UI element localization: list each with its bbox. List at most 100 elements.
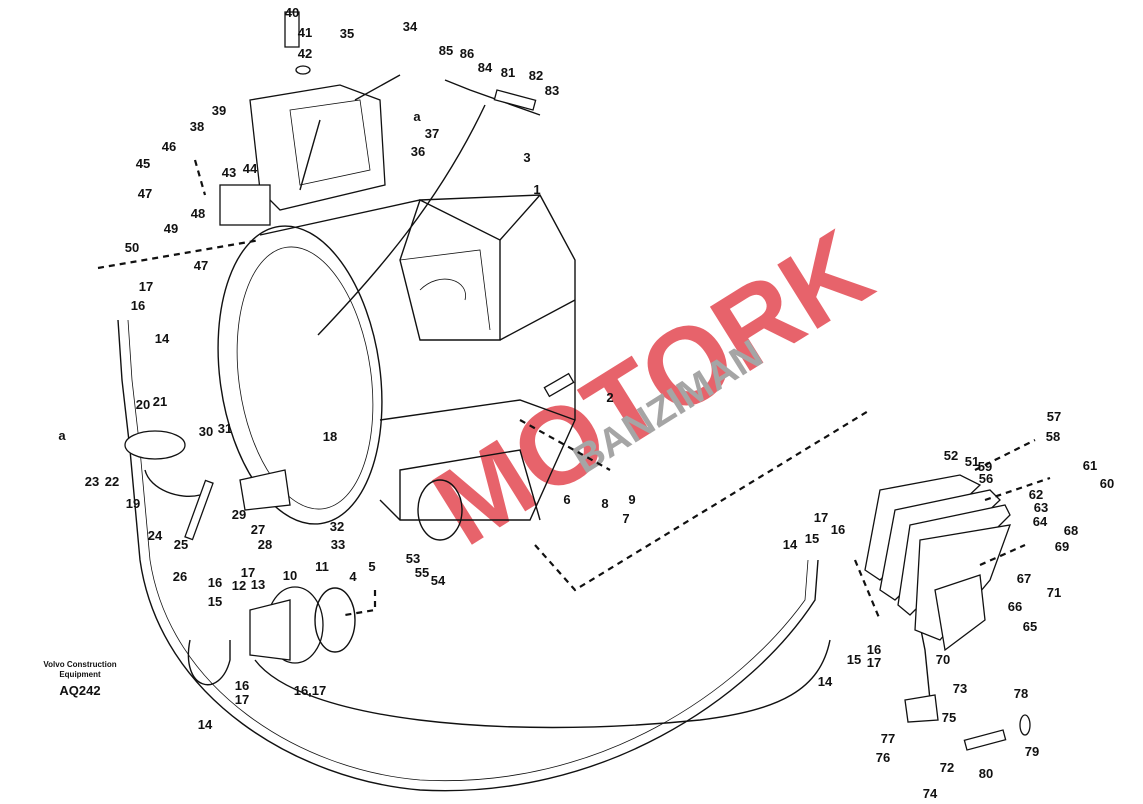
callout-label-28: 28: [258, 537, 272, 552]
callout-label-16: 16: [867, 642, 881, 657]
dashed-leaders: [97, 159, 1051, 621]
callout-label-42: 42: [298, 46, 312, 61]
diagram-code: AQ242: [59, 683, 101, 698]
pump: [239, 469, 356, 664]
callout-label-60: 60: [1100, 476, 1114, 491]
callout-label-17: 17: [235, 692, 249, 707]
callout-label-39: 39: [212, 103, 226, 118]
callout-label-22: 22: [105, 474, 119, 489]
callout-label-71: 71: [1047, 585, 1061, 600]
callout-label-a: a: [58, 428, 66, 443]
callout-label-30: 30: [199, 424, 213, 439]
callout-label-20: 20: [136, 397, 150, 412]
callout-label-55: 55: [415, 565, 429, 580]
publisher-block: Volvo Construction Equipment AQ242: [30, 660, 130, 698]
callout-label-74: 74: [923, 786, 938, 801]
callout-label-67: 67: [1017, 571, 1031, 586]
callout-label-5: 5: [368, 559, 375, 574]
callout-label-50: 50: [125, 240, 139, 255]
callout-label-a: a: [413, 109, 421, 124]
callout-label-81: 81: [501, 65, 515, 80]
callout-label-48: 48: [191, 206, 205, 221]
callout-label-68: 68: [1064, 523, 1078, 538]
callout-label-16: 16: [131, 298, 145, 313]
callout-label-85: 85: [439, 43, 453, 58]
callout-label-69: 69: [1055, 539, 1069, 554]
callout-label-75: 75: [942, 710, 956, 725]
callout-label-52: 52: [944, 448, 958, 463]
callout-label-15: 15: [805, 531, 819, 546]
callout-label-24: 24: [148, 528, 163, 543]
callout-label-15: 15: [208, 594, 222, 609]
publisher-sub: Equipment: [59, 670, 101, 679]
callout-label-47: 47: [138, 186, 152, 201]
publisher-name: Volvo Construction: [43, 660, 117, 669]
callout-label-29: 29: [232, 507, 246, 522]
callout-label-6: 6: [563, 492, 570, 507]
right-valve-assembly: [864, 474, 1031, 751]
callout-label-41: 41: [298, 25, 312, 40]
callout-label-25: 25: [174, 537, 188, 552]
callout-label-37: 37: [425, 126, 439, 141]
callout-label-47: 47: [194, 258, 208, 273]
callout-label-23: 23: [85, 474, 99, 489]
callout-label-17: 17: [139, 279, 153, 294]
callout-label-4: 4: [349, 569, 357, 584]
callout-label-8: 8: [601, 496, 608, 511]
callout-label-54: 54: [431, 573, 446, 588]
callout-label-9: 9: [628, 492, 635, 507]
callout-label-64: 64: [1033, 514, 1048, 529]
callout-label-76: 76: [876, 750, 890, 765]
callout-label-73: 73: [953, 681, 967, 696]
callout-label-18: 18: [323, 429, 337, 444]
transmission-housing: [217, 104, 576, 541]
callout-label-2: 2: [606, 390, 613, 405]
callout-label-49: 49: [164, 221, 178, 236]
callout-label-53: 53: [406, 551, 420, 566]
callout-label-14: 14: [198, 717, 213, 732]
callout-label-51: 51: [965, 454, 979, 469]
callout-label-14: 14: [818, 674, 833, 689]
callout-label-84: 84: [478, 60, 493, 75]
callout-label-78: 78: [1014, 686, 1028, 701]
callout-label-17: 17: [814, 510, 828, 525]
callout-label-46: 46: [162, 139, 176, 154]
callout-label-35: 35: [340, 26, 354, 41]
callout-label-10: 10: [283, 568, 297, 583]
callout-label-77: 77: [881, 731, 895, 746]
callout-label-33: 33: [331, 537, 345, 552]
callout-label-34: 34: [403, 19, 418, 34]
callout-label-57: 57: [1047, 409, 1061, 424]
callout-label-3: 3: [523, 150, 530, 165]
callout-label-61: 61: [1083, 458, 1097, 473]
hoses: [117, 319, 931, 792]
callout-label-17: 17: [241, 565, 255, 580]
callout-label-31: 31: [218, 421, 232, 436]
callout-label-63: 63: [1034, 500, 1048, 515]
callout-label-27: 27: [251, 522, 265, 537]
callout-label-7: 7: [622, 511, 629, 526]
top-valve-block: [219, 11, 541, 226]
callout-label-16: 16: [831, 522, 845, 537]
callout-label-15: 15: [847, 652, 861, 667]
callout-label-59: 59: [978, 459, 992, 474]
callout-label-13: 13: [251, 577, 265, 592]
callout-label-17: 17: [867, 655, 881, 670]
callout-label-72: 72: [940, 760, 954, 775]
callout-label-16: 16: [208, 575, 222, 590]
callout-label-19: 19: [126, 496, 140, 511]
callout-label-58: 58: [1046, 429, 1060, 444]
callout-label-82: 82: [529, 68, 543, 83]
callout-label-43: 43: [222, 165, 236, 180]
callout-label-62: 62: [1029, 487, 1043, 502]
callout-label-1: 1: [533, 182, 540, 197]
callout-label-21: 21: [153, 394, 167, 409]
callout-label-38: 38: [190, 119, 204, 134]
callout-label-12: 12: [232, 578, 246, 593]
callout-label-26: 26: [173, 569, 187, 584]
callout-label-16-17: 16,17: [294, 683, 327, 698]
callout-label-44: 44: [243, 161, 258, 176]
callout-label-65: 65: [1023, 619, 1037, 634]
